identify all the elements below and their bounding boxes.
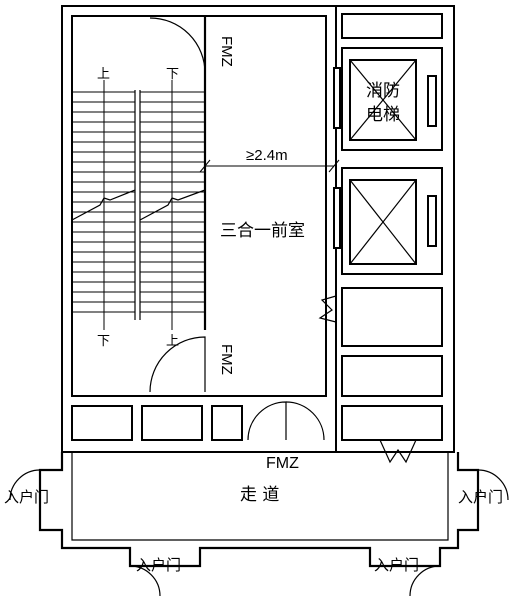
passenger-elevator-door (333, 187, 341, 249)
fire-elevator-label-1: 消防 (366, 81, 400, 101)
passenger-elevator-cross-2 (349, 179, 417, 265)
entry-right-door (477, 469, 509, 501)
dimension-label: ≥2.4m (246, 147, 288, 164)
entry-left-door (9, 469, 41, 501)
cable-shaft (341, 355, 443, 397)
corridor-inner-line (71, 452, 449, 541)
duct-room-2 (141, 405, 203, 441)
entry-bottom-right-door (409, 565, 441, 597)
stair-label-up-left: 上 (97, 67, 110, 82)
core-inner-wall (71, 15, 327, 397)
corridor-door-right-leaf (285, 401, 325, 441)
service-column (318, 13, 443, 397)
duct-room-4 (341, 405, 443, 441)
entry-bottom-right-label: 入户门 (374, 556, 419, 574)
dimension-tick-right (328, 159, 340, 173)
fire-elevator-label-2: 电梯 (366, 105, 400, 125)
entry-right-label: 入户门 (458, 488, 503, 506)
entry-bottom-left-label: 入户门 (136, 556, 181, 574)
duct-room-3 (211, 405, 243, 441)
fire-elevator-counterweight (427, 75, 437, 127)
fire-door-top-label: FMZ (218, 36, 235, 67)
fire-door-mid-label: FMZ (218, 344, 235, 375)
fire-elevator-door (333, 67, 341, 129)
text-labels: FMZ FMZ FMZ 消防 电梯 三合一前室 走 道 入户门 入户门 入户门 … (4, 36, 503, 574)
dimension-tick-left (199, 159, 211, 173)
fire-elevator-cross-2 (349, 59, 417, 141)
corridor-label: 走 道 (240, 485, 279, 505)
fire-door-top (149, 17, 206, 74)
stair-label-up-right: 上 (166, 334, 179, 349)
corridor-door-left-leaf (247, 401, 287, 441)
stair-label-down-left: 下 (97, 334, 110, 349)
duct-room-1 (71, 405, 133, 441)
fire-door-mid (149, 336, 206, 393)
fire-doors (149, 17, 417, 464)
anteroom-label: 三合一前室 (220, 221, 305, 241)
entry-left-label: 入户门 (4, 488, 49, 506)
passenger-elevator-counterweight (427, 195, 437, 247)
pipe-shaft-door (318, 295, 337, 323)
corridor-outline (38, 452, 480, 568)
pipe-shaft (341, 287, 443, 347)
entry-doors (9, 469, 509, 597)
stair-label-down-right: 下 (166, 67, 179, 82)
entry-bottom-left-door (129, 565, 161, 597)
shaft-door (379, 439, 417, 464)
duct-rooms (71, 405, 443, 441)
shaft-top (341, 13, 443, 39)
dimension-anteroom: ≥2.4m (199, 147, 340, 173)
fire-door-corridor-label: FMZ (266, 455, 299, 472)
